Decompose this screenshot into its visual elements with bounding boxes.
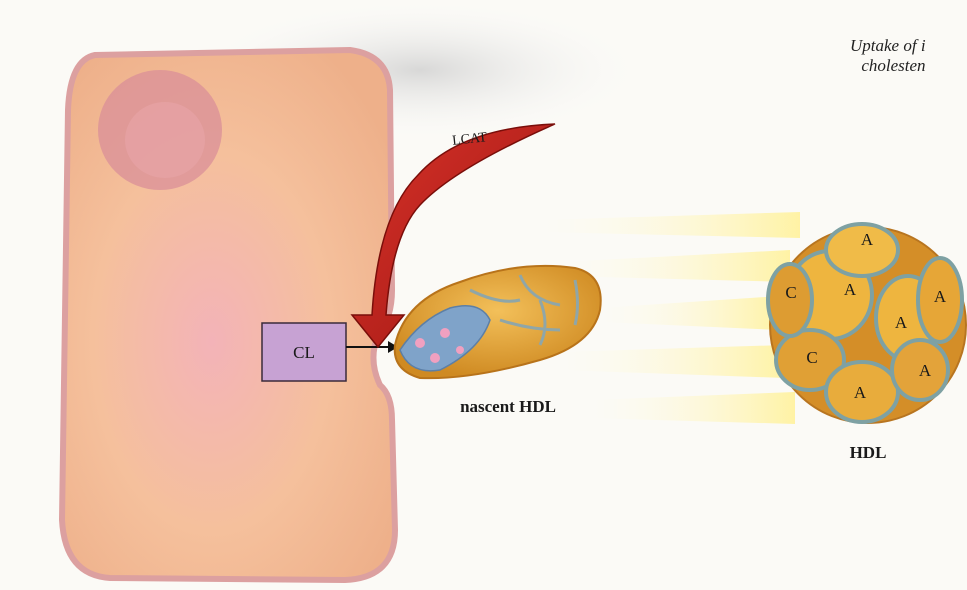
cl-label: CL [293, 343, 315, 362]
apo-label-5: C [785, 283, 796, 302]
cl-box: CL [262, 323, 346, 381]
apo-label-2: A [844, 280, 857, 299]
nascent-hdl-label: nascent HDL [460, 397, 556, 416]
apo-label-1: A [861, 230, 874, 249]
nascent-hdl: nascent HDL [395, 266, 601, 416]
mature-hdl: A A A A C C A A A HDL [768, 224, 966, 462]
apo-label-8: A [854, 383, 867, 402]
apo-label-6: C [806, 348, 817, 367]
cell [62, 50, 395, 580]
apo-label-3: A [934, 287, 947, 306]
apo-label-7: A [919, 361, 932, 380]
hdl-label: HDL [850, 443, 887, 462]
apo-label-4: A [895, 313, 908, 332]
